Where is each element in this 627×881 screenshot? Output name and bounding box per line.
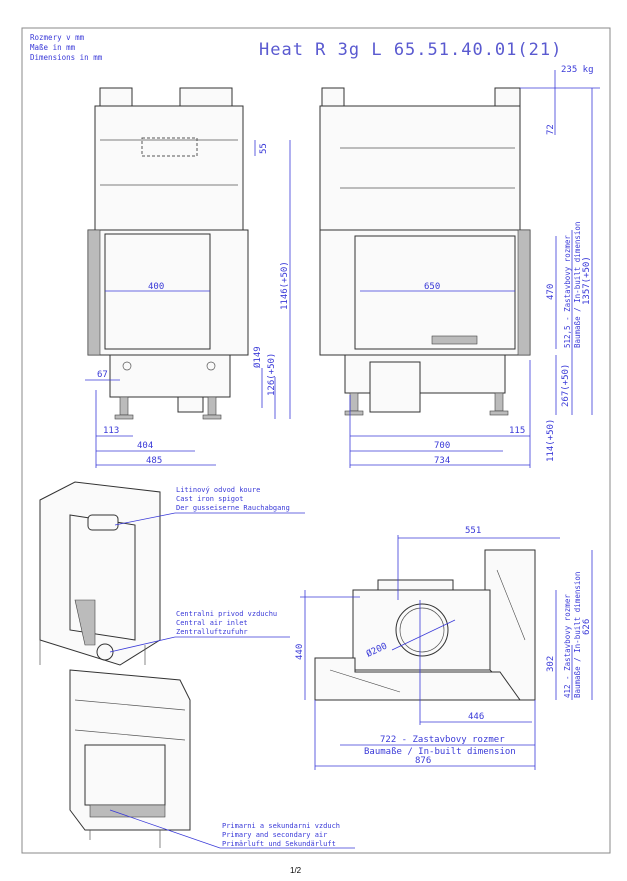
inbuilt-plan-vertical: Baumaße / In-built dimension [573,572,582,698]
dim-626: 626 [582,619,592,635]
weight-label: 235 kg [561,65,594,75]
units-de: Maße in mm [30,43,76,52]
dim-302: 302 [546,656,556,672]
callout-air-de: Zentralluftzufuhr [176,628,248,636]
plan-dim-lines [300,535,593,770]
drawing-title: Heat R 3g L 65.51.40.01(21) [259,40,562,60]
callout-primary-de: Primärluft und Sekundärluft [222,840,336,848]
callout-leaders [109,512,355,849]
dim-404: 404 [137,441,153,451]
dim-149: Ø149 [252,346,263,368]
dim-412: 412 - Zastavbovy rozmer [563,594,572,698]
dim-1357: 1357(+50) [582,256,592,305]
inbuilt-side: Baumaße / In-built dimension [573,222,582,348]
callout-air-cz: Centralni privod vzduchu [176,610,277,618]
dim-470: 470 [546,284,556,300]
dim-267: 267(+50) [561,364,571,407]
callout-primary-en: Primary and secondary air [222,831,327,839]
side-dim-lines [349,70,600,468]
side-view [319,87,531,416]
dim-722: 722 - Zastavbovy rozmer [380,735,505,745]
isometric-open-view [39,481,161,666]
dim-700: 700 [434,441,450,451]
front-view [87,87,249,420]
dim-551: 551 [465,526,481,536]
dim-485: 485 [146,456,162,466]
isometric-closed-view [69,669,191,848]
plan-view [314,549,536,701]
dim-72: 72 [546,124,556,135]
dim-55: 55 [259,143,269,154]
page-number: 1/2 [290,866,302,875]
dim-650: 650 [424,282,440,292]
units-en: Dimensions in mm [30,53,103,62]
dim-440: 440 [295,644,305,660]
dim-400: 400 [148,282,164,292]
dim-446: 446 [468,712,484,722]
callout-spigot-de: Der gusseiserne Rauchabgang [176,504,290,512]
dim-67: 67 [97,370,108,380]
callout-air-en: Central air inlet [176,619,248,627]
dim-115: 115 [509,426,525,436]
dim-114: 114(+50) [546,419,556,462]
dim-734: 734 [434,456,450,466]
dim-113: 113 [103,426,119,436]
dim-876: 876 [415,756,431,766]
dim-512: 512,5 - Zastavbovy rozmer [563,235,572,348]
callout-spigot-en: Cast iron spigot [176,495,243,503]
inbuilt-plan-horizontal: Baumaße / In-built dimension [364,747,516,757]
callout-primary-cz: Primarni a sekundarni vzduch [222,822,340,830]
callout-spigot-cz: Litinový odvod koure [176,486,260,494]
units-cz: Rozmery v mm [30,33,85,42]
drawing-frame [21,27,611,854]
dim-1146: 1146(+50) [280,261,290,310]
dim-126: 126(+50) [267,353,277,396]
front-dim-lines [85,140,291,468]
